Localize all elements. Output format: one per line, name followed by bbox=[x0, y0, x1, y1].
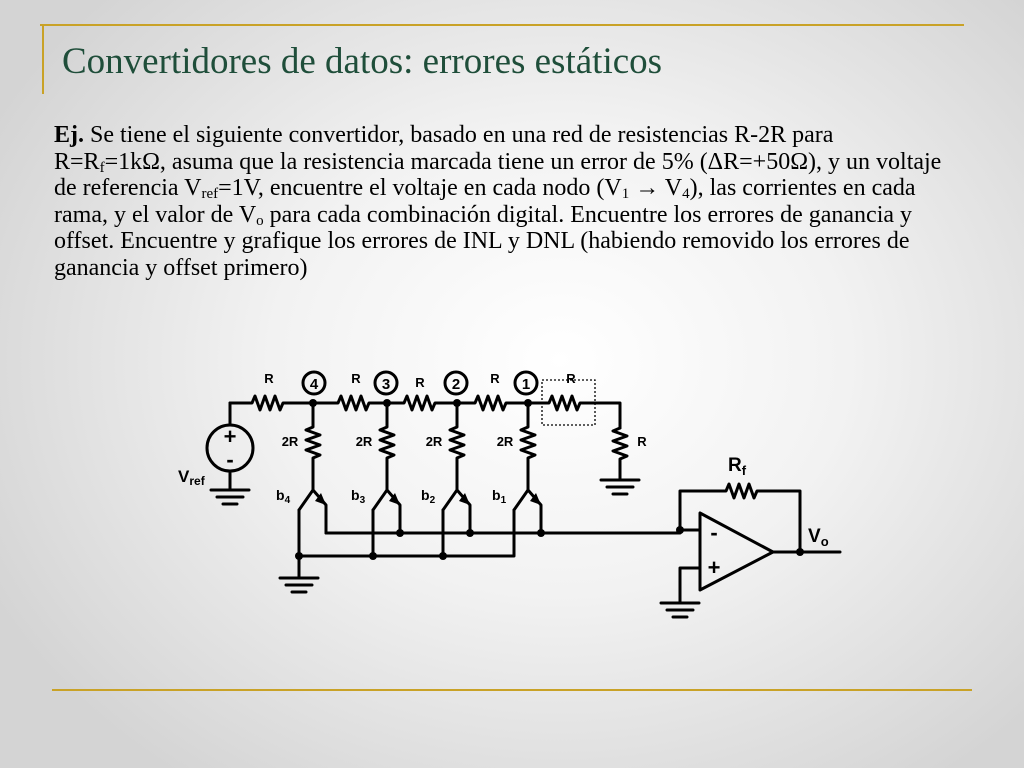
node-1-marker bbox=[513, 370, 539, 396]
shunt-resistor-2 bbox=[448, 401, 466, 492]
problem-text-5: ), las corrientes en cada rama, y el val… bbox=[54, 175, 916, 228]
node-3-label: 3 bbox=[382, 376, 390, 393]
vref-letter: V bbox=[178, 467, 190, 486]
resistor-r1 bbox=[228, 394, 315, 412]
shunt-resistor-3 bbox=[378, 401, 396, 492]
shunt-label-1: 2R bbox=[497, 434, 514, 449]
junction-dot bbox=[537, 529, 545, 537]
problem-sub-1: 1 bbox=[621, 186, 630, 202]
vref-sub: ref bbox=[189, 474, 205, 488]
node-2-label: 2 bbox=[452, 376, 460, 393]
shunt-label-2: 2R bbox=[426, 434, 443, 449]
termination-resistor-label: R bbox=[637, 434, 647, 449]
ground-symbol-source bbox=[209, 488, 251, 506]
switch-label-b1: b1 bbox=[492, 487, 507, 506]
shunt-label-3: 2R bbox=[356, 434, 373, 449]
node-1-label: 1 bbox=[522, 376, 530, 393]
ground-symbol-switches bbox=[278, 576, 320, 594]
rf-label: Rf bbox=[728, 455, 747, 478]
vo-letter: V bbox=[808, 526, 821, 547]
voltage-source bbox=[205, 423, 255, 473]
junction-dot bbox=[524, 399, 532, 407]
shunt-label-4: 2R bbox=[282, 434, 299, 449]
problem-sub-4: 4 bbox=[682, 186, 690, 202]
opamp-body bbox=[698, 511, 775, 592]
shunt-resistor-1 bbox=[519, 401, 537, 492]
bottom-divider bbox=[52, 689, 972, 691]
switch-label-b4: b4 bbox=[276, 487, 291, 506]
switch-label-b1-letter: b bbox=[492, 487, 501, 503]
junction-dot bbox=[453, 399, 461, 407]
problem-text-4: → V bbox=[629, 175, 683, 201]
problem-sub-f: f bbox=[99, 159, 105, 176]
title-accent-bar bbox=[42, 24, 44, 94]
resistor-r5-marked bbox=[526, 394, 622, 430]
problem-sub-ref: ref bbox=[201, 186, 219, 202]
vo-sub: o bbox=[821, 534, 829, 549]
junction-dot bbox=[369, 552, 377, 560]
junction-dot bbox=[295, 552, 303, 560]
problem-text-2: =1kΩ, asuma que la resistencia marcada t… bbox=[54, 148, 942, 202]
junction-dot bbox=[383, 399, 391, 407]
series-resistor-label-5: R bbox=[566, 371, 576, 386]
opamp-minus-label: - bbox=[710, 520, 717, 545]
switch-arrow-b3 bbox=[389, 493, 400, 505]
rf-letter: R bbox=[728, 455, 742, 476]
problem-label: Ej. bbox=[54, 122, 84, 148]
feedback-resistor bbox=[678, 482, 802, 554]
series-resistor-label-3: R bbox=[415, 375, 425, 390]
marked-resistor-box bbox=[541, 379, 596, 426]
ground-symbol-opamp bbox=[659, 601, 701, 619]
junction-dot bbox=[439, 552, 447, 560]
switch-label-b3-letter: b bbox=[351, 487, 360, 503]
node-3-marker bbox=[373, 370, 399, 396]
source-plus-sign: + bbox=[224, 424, 237, 449]
opamp-plus-wire bbox=[678, 566, 702, 605]
problem-text-1: Se tiene el siguiente convertidor, basad… bbox=[54, 122, 834, 175]
switch-arrow-b1 bbox=[530, 493, 541, 505]
node-4-marker bbox=[301, 370, 327, 396]
resistor-r2 bbox=[311, 394, 389, 412]
switch-label-b3: b3 bbox=[351, 487, 366, 506]
node-4-label: 4 bbox=[310, 376, 319, 393]
switch-label-b2-sub: 2 bbox=[430, 495, 436, 506]
switch-label-b2: b2 bbox=[421, 487, 436, 506]
source-minus-sign: - bbox=[226, 447, 233, 472]
shunt-resistor-4 bbox=[304, 401, 322, 492]
switch-arrow-b4 bbox=[315, 493, 326, 505]
problem-text-3: =1V, encuentre el voltaje en cada nodo (… bbox=[218, 175, 622, 201]
opamp-plus-label: + bbox=[708, 555, 721, 580]
switch-label-b2-letter: b bbox=[421, 487, 430, 503]
switch-label-b4-sub: 4 bbox=[285, 495, 291, 506]
problem-text-6: para cada combinación digital. Encuentre… bbox=[54, 201, 913, 281]
junction-dot bbox=[309, 399, 317, 407]
series-resistor-label-2: R bbox=[351, 371, 361, 386]
rf-sub: f bbox=[742, 463, 747, 478]
ground-symbol-termination bbox=[599, 478, 641, 496]
junction-dot bbox=[466, 529, 474, 537]
series-resistor-label-1: R bbox=[264, 371, 274, 386]
problem-sub-o: o bbox=[256, 212, 264, 229]
junction-dot bbox=[796, 548, 804, 556]
resistor-r4 bbox=[455, 394, 530, 412]
resistor-r3 bbox=[385, 394, 459, 412]
slide-title: Convertidores de datos: errores estático… bbox=[62, 41, 663, 82]
junction-dot bbox=[396, 529, 404, 537]
vo-label: Vo bbox=[808, 526, 829, 549]
switch-label-b1-sub: 1 bbox=[501, 495, 507, 506]
vref-label: Vref bbox=[178, 467, 206, 488]
switch-label-b3-sub: 3 bbox=[360, 495, 366, 506]
switch-label-b4-letter: b bbox=[276, 487, 285, 503]
series-resistor-label-4: R bbox=[490, 371, 500, 386]
problem-statement: Ej. Se tiene el siguiente convertidor, b… bbox=[54, 122, 944, 281]
ground-bus bbox=[297, 508, 516, 580]
node-2-marker bbox=[443, 370, 469, 396]
termination-resistor bbox=[611, 426, 629, 482]
junction-dot bbox=[676, 526, 684, 534]
switch-arrow-b2 bbox=[459, 493, 470, 505]
top-divider bbox=[40, 24, 964, 26]
